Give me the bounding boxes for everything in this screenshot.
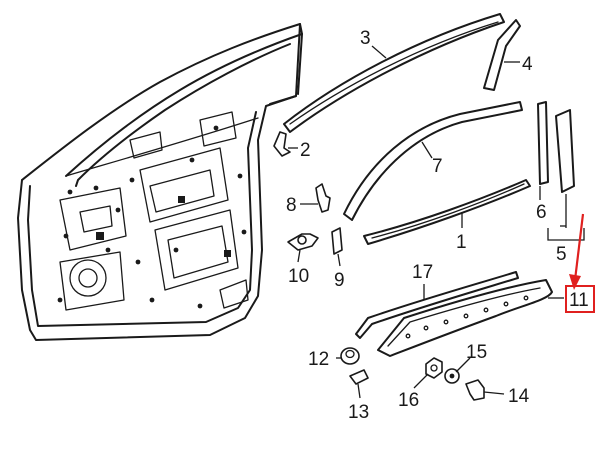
callout-5: 5 xyxy=(556,244,567,265)
part-2-clip xyxy=(273,131,291,157)
callout-13: 13 xyxy=(348,402,369,423)
callout-7: 7 xyxy=(432,156,443,177)
callout-8: 8 xyxy=(286,195,297,216)
part-8-retainer xyxy=(315,183,331,213)
highlight-annotation xyxy=(565,213,595,313)
callout-numbers: 3 4 2 7 6 5 8 1 9 10 17 11 12 15 16 14 1… xyxy=(286,28,589,423)
part-16-nut xyxy=(425,357,443,379)
part-6-pillar-trim xyxy=(537,101,549,185)
callout-16: 16 xyxy=(398,390,419,411)
highlight-box xyxy=(565,285,595,313)
callout-3: 3 xyxy=(360,28,371,49)
callout-14: 14 xyxy=(508,386,530,407)
part-4-upper-pillar-trim xyxy=(483,19,521,91)
door-shell xyxy=(17,23,303,341)
part-15-washer xyxy=(444,368,460,384)
part-9-bracket xyxy=(331,227,343,255)
callout-9: 9 xyxy=(334,270,345,291)
part-17-weatherstrip xyxy=(355,271,519,339)
callout-11: 11 xyxy=(569,290,589,311)
part-11-lower-moulding xyxy=(377,279,553,357)
highlight-arrow xyxy=(573,213,585,281)
highlight-arrow-head xyxy=(569,274,581,290)
part-5-pillar-trim-rear xyxy=(555,109,575,193)
part-3-roof-moulding xyxy=(283,13,505,133)
callout-2: 2 xyxy=(300,140,311,161)
callout-15: 15 xyxy=(466,342,487,363)
callout-4: 4 xyxy=(522,54,533,75)
part-10-screw xyxy=(287,233,319,251)
callout-6: 6 xyxy=(536,202,547,223)
callout-10: 10 xyxy=(288,266,309,287)
callout-1: 1 xyxy=(456,232,467,253)
part-7-frame-moulding xyxy=(343,101,523,221)
part-12-grommet xyxy=(340,347,360,365)
leader-lines xyxy=(288,45,585,399)
part-1-belt-moulding xyxy=(363,179,531,245)
callout-12: 12 xyxy=(308,349,329,370)
part-13-clip xyxy=(349,369,369,385)
callout-17: 17 xyxy=(412,262,433,283)
part-14-fastener xyxy=(465,379,485,401)
